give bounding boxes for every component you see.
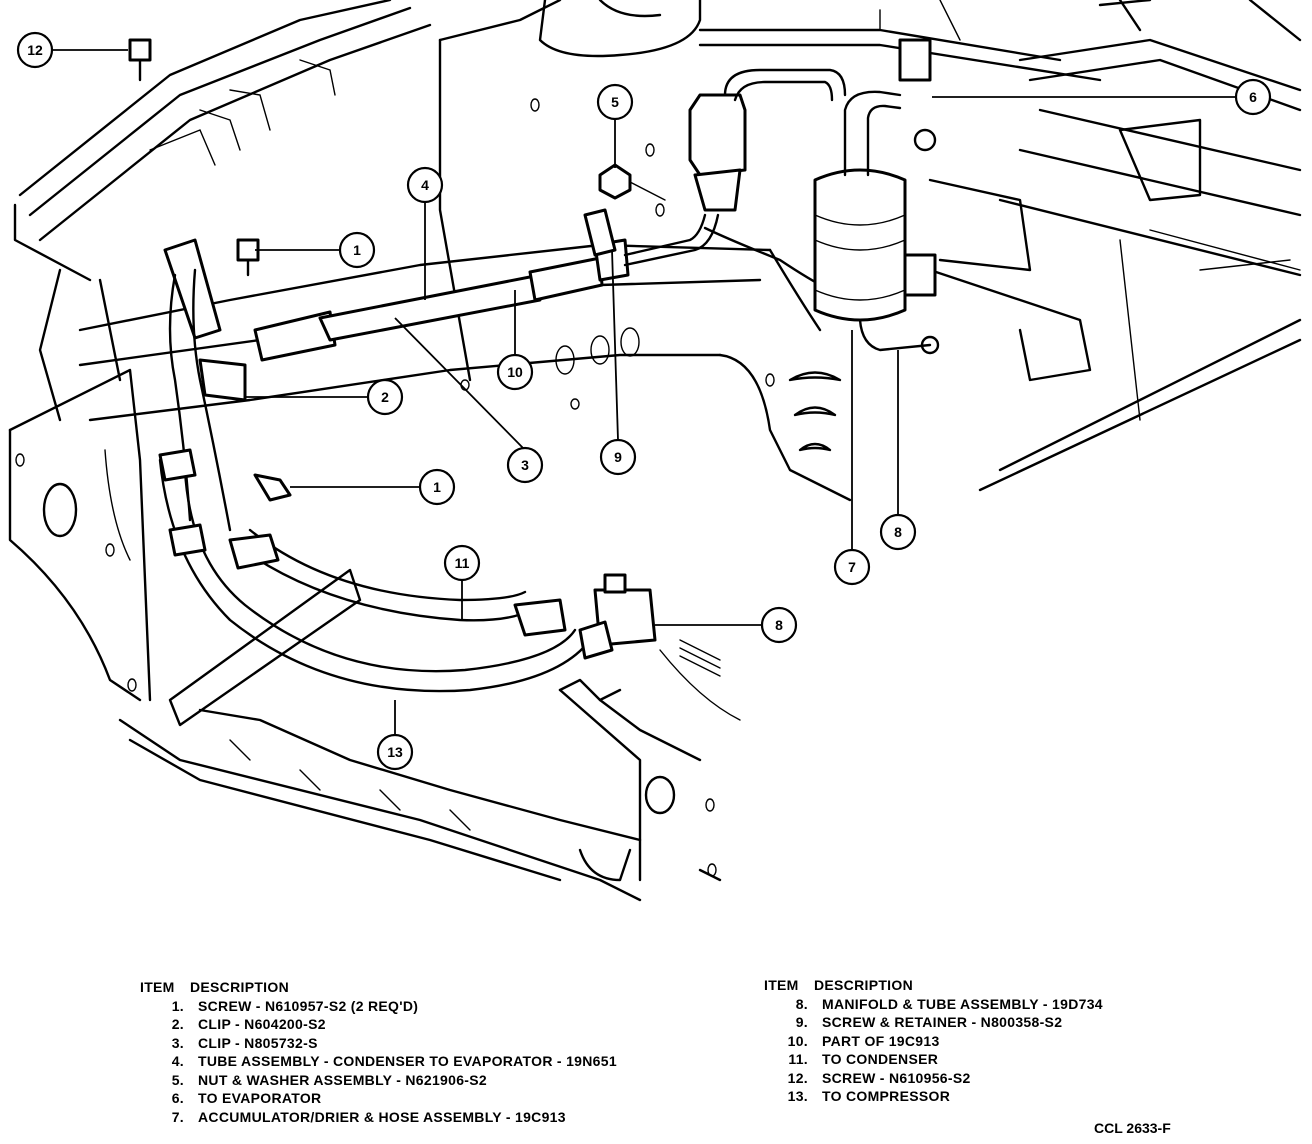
legend-item-description: TO CONDENSER xyxy=(822,1051,939,1067)
drawing-code: CCL 2633-F xyxy=(1094,1120,1171,1136)
callout-8-lower: 8 xyxy=(879,513,917,551)
legend-row: 13. TO COMPRESSOR xyxy=(764,1087,1264,1106)
svg-text:5: 5 xyxy=(611,94,619,110)
callout-12: 12 xyxy=(16,31,54,69)
vehicle-body-line-art xyxy=(8,0,1302,902)
legend-row: 2. CLIP - N604200-S2 xyxy=(140,1015,740,1034)
legend-right-header-item: ITEM xyxy=(764,977,799,993)
callout-10: 10 xyxy=(496,353,534,391)
legend-item-number: 2. xyxy=(171,1016,184,1032)
legend-item-number: 5. xyxy=(171,1071,184,1088)
legend-left-header-description: DESCRIPTION xyxy=(190,979,289,995)
legend-right: ITEM DESCRIPTION 8. MANIFOLD & TUBE ASSEM… xyxy=(764,976,1264,1106)
legend-row: 11. TO CONDENSER xyxy=(764,1050,1264,1069)
callout-6: 6 xyxy=(1234,78,1272,116)
callout-13: 13 xyxy=(376,733,414,771)
legend-item-number: 12. xyxy=(787,1069,808,1086)
legend-left-header: ITEM DESCRIPTION xyxy=(140,978,740,997)
legend-item-number: 9. xyxy=(795,1014,808,1030)
svg-text:8: 8 xyxy=(775,617,783,633)
legend-item-number: 10. xyxy=(787,1032,808,1049)
legend-item-description: SCREW & RETAINER - N800358-S2 xyxy=(822,1014,1063,1030)
svg-text:2: 2 xyxy=(381,389,389,405)
callout-7: 7 xyxy=(833,548,871,586)
legend-row: 6. TO EVAPORATOR xyxy=(140,1089,740,1108)
legend-right-header: ITEM DESCRIPTION xyxy=(764,976,1264,995)
legend-item-description: SCREW - N610956-S2 xyxy=(822,1069,971,1086)
legend-row: 10. PART OF 19C913 xyxy=(764,1032,1264,1051)
callout-11: 11 xyxy=(443,544,481,582)
svg-text:11: 11 xyxy=(455,555,470,571)
legend-left: ITEM DESCRIPTION 1. SCREW - N610957-S2 (2… xyxy=(140,978,740,1126)
legend-item-number: 6. xyxy=(171,1090,184,1106)
svg-text:4: 4 xyxy=(421,177,429,193)
legend-item-description: NUT & WASHER ASSEMBLY - N621906-S2 xyxy=(198,1071,487,1088)
legend-item-description: TO EVAPORATOR xyxy=(198,1090,322,1106)
legend-item-number: 3. xyxy=(171,1034,184,1051)
legend-row: 3. CLIP - N805732-S xyxy=(140,1034,740,1053)
svg-text:9: 9 xyxy=(614,449,622,465)
callout-5: 5 xyxy=(596,83,634,121)
svg-text:1: 1 xyxy=(353,242,361,258)
legend-item-number: 7. xyxy=(171,1108,184,1125)
svg-text:10: 10 xyxy=(507,364,523,380)
callout-9: 9 xyxy=(599,438,637,476)
legend-item-number: 13. xyxy=(787,1088,808,1104)
svg-text:13: 13 xyxy=(387,744,403,760)
leader-lines xyxy=(52,49,1236,735)
legend-item-description: MANIFOLD & TUBE ASSEMBLY - 19D734 xyxy=(822,995,1103,1012)
ac-components xyxy=(128,38,940,727)
callout-2: 2 xyxy=(366,378,404,416)
ac-line-diagram: 12 1 4 5 6 2 10 3 9 1 8 7 11 8 13 xyxy=(8,0,1302,902)
callout-8-right: 8 xyxy=(760,606,798,644)
svg-text:12: 12 xyxy=(27,42,43,58)
svg-text:3: 3 xyxy=(521,457,529,473)
legend-row: 1. SCREW - N610957-S2 (2 REQ'D) xyxy=(140,997,740,1016)
legend-row: 5. NUT & WASHER ASSEMBLY - N621906-S2 xyxy=(140,1071,740,1090)
legend-left-header-item: ITEM xyxy=(140,979,175,995)
legend-item-description: ACCUMULATOR/DRIER & HOSE ASSEMBLY - 19C9… xyxy=(198,1108,566,1125)
legend-item-description: TUBE ASSEMBLY - CONDENSER TO EVAPORATOR … xyxy=(198,1053,617,1069)
legend-item-number: 8. xyxy=(795,995,808,1012)
legend-right-header-description: DESCRIPTION xyxy=(814,977,913,993)
legend-item-description: CLIP - N604200-S2 xyxy=(198,1016,326,1032)
legend-row: 7. ACCUMULATOR/DRIER & HOSE ASSEMBLY - 19… xyxy=(140,1108,740,1127)
legend-item-number: 1. xyxy=(171,997,184,1014)
callout-1-upper: 1 xyxy=(338,231,376,269)
svg-text:6: 6 xyxy=(1249,89,1257,105)
callout-4: 4 xyxy=(406,166,444,204)
legend-row: 8. MANIFOLD & TUBE ASSEMBLY - 19D734 xyxy=(764,995,1264,1014)
svg-text:1: 1 xyxy=(433,479,441,495)
legend-item-number: 4. xyxy=(171,1053,184,1069)
legend-item-description: TO COMPRESSOR xyxy=(822,1088,951,1104)
svg-text:8: 8 xyxy=(894,524,902,540)
legend-row: 12. SCREW - N610956-S2 xyxy=(764,1069,1264,1088)
legend-item-description: CLIP - N805732-S xyxy=(198,1034,318,1051)
legend-row: 9. SCREW & RETAINER - N800358-S2 xyxy=(764,1013,1264,1032)
legend-item-description: SCREW - N610957-S2 (2 REQ'D) xyxy=(198,997,419,1014)
legend-item-number: 11. xyxy=(788,1051,808,1067)
svg-text:7: 7 xyxy=(848,559,856,575)
legend-row: 4. TUBE ASSEMBLY - CONDENSER TO EVAPORATO… xyxy=(140,1052,740,1071)
callout-3: 3 xyxy=(506,446,544,484)
legend-item-description: PART OF 19C913 xyxy=(822,1032,940,1049)
callout-1-lower: 1 xyxy=(418,468,456,506)
